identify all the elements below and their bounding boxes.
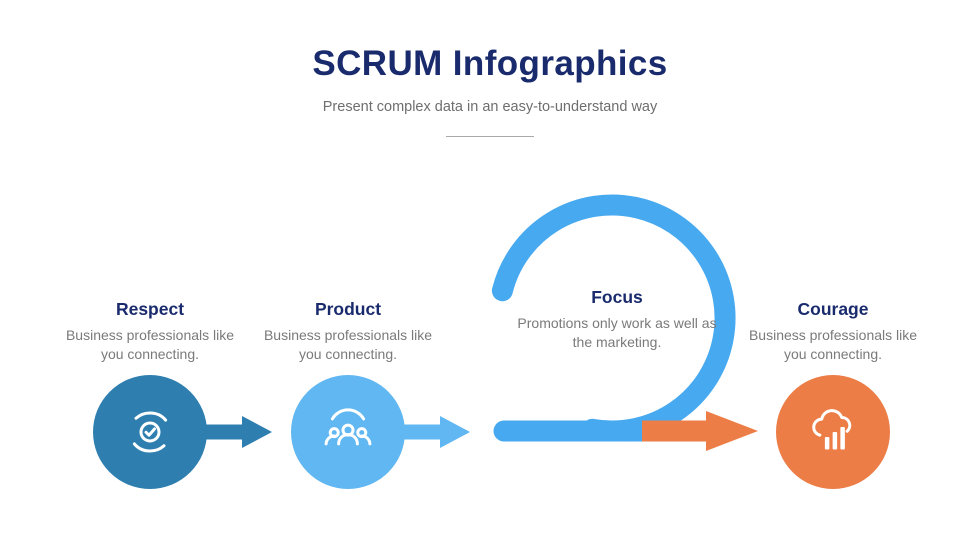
step-title-focus: Focus <box>591 287 643 307</box>
step-focus: Focus Promotions only work as well as th… <box>507 287 727 353</box>
step-title-product: Product <box>314 299 382 319</box>
step-description-courage: Business professionals like you connecti… <box>748 327 918 363</box>
step-description-focus: Promotions only work as well as the mark… <box>517 315 717 351</box>
step-description-product: Business professionals like you connecti… <box>263 327 433 363</box>
step-circle-product <box>291 375 405 489</box>
sprint-loop-arrow-icon <box>491 194 736 442</box>
step-courage: Courage Business professionals like you … <box>743 299 923 365</box>
hands-check-icon <box>132 411 168 453</box>
step-circle-respect <box>93 375 207 489</box>
orange-arrowhead-icon <box>706 411 758 451</box>
step-title-courage: Courage <box>797 299 869 319</box>
step2-arrow <box>404 416 470 448</box>
team-icon <box>324 408 372 446</box>
page-title: SCRUM Infographics <box>312 44 668 83</box>
step1-arrow <box>206 416 272 448</box>
chart-cloud-icon <box>812 409 852 450</box>
step-respect: Respect Business professionals like you … <box>60 299 240 365</box>
step-title-respect: Respect <box>115 299 185 319</box>
step1-arrowhead-icon <box>242 416 272 448</box>
step-circle-courage <box>776 375 890 489</box>
title-divider <box>446 136 534 137</box>
step2-arrowhead-icon <box>440 416 470 448</box>
step-description-respect: Business professionals like you connecti… <box>65 327 235 363</box>
page-subtitle: Present complex data in an easy-to-under… <box>322 99 658 115</box>
step-product: Product Business professionals like you … <box>258 299 438 365</box>
